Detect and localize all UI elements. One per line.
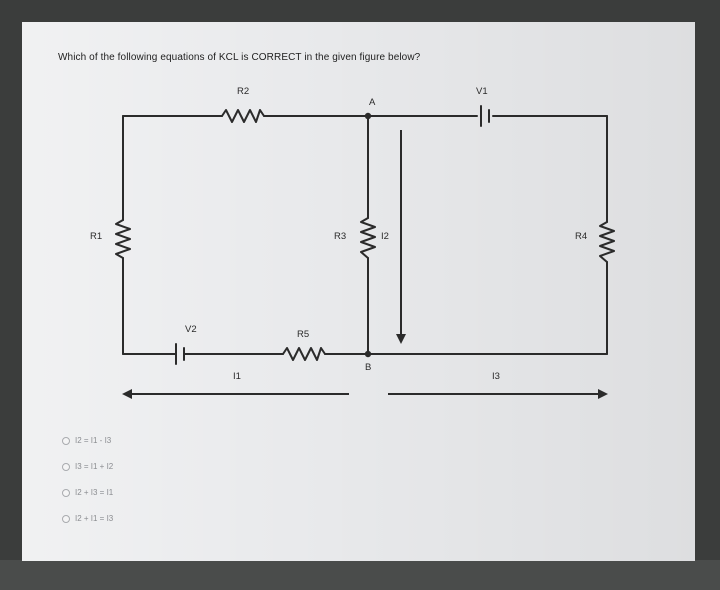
- node-a: [364, 112, 372, 120]
- option-1[interactable]: I2 = I1 - I3: [62, 436, 111, 445]
- radio-button[interactable]: [62, 488, 70, 497]
- label-r1: R1: [90, 231, 103, 242]
- label-node-b: B: [365, 362, 372, 373]
- label-i2: I2: [381, 231, 389, 242]
- r2-resistor: [221, 109, 265, 123]
- node-b: [364, 350, 372, 358]
- i2-arrow: [396, 130, 406, 344]
- r3-resistor: [360, 217, 376, 259]
- label-r5: R5: [297, 329, 310, 340]
- radio-button[interactable]: [62, 514, 70, 523]
- label-r4: R4: [575, 231, 588, 242]
- option-3-text: I2 + I3 = I1: [75, 488, 114, 497]
- option-1-text: I2 = I1 - I3: [75, 436, 112, 445]
- label-r2: R2: [237, 86, 250, 97]
- radio-button[interactable]: [62, 436, 70, 445]
- r4-resistor: [599, 221, 615, 263]
- label-v2: V2: [185, 324, 197, 335]
- label-v1: V1: [476, 86, 488, 97]
- option-3[interactable]: I2 + I3 = I1: [62, 488, 113, 497]
- label-i1: I1: [233, 371, 241, 382]
- bottom-band: [0, 560, 720, 590]
- label-r3: R3: [334, 231, 347, 242]
- option-2[interactable]: I3 = I1 + I2: [62, 462, 113, 471]
- option-4[interactable]: I2 + I1 = I3: [62, 514, 113, 523]
- r5-resistor: [282, 347, 326, 361]
- question-text: Which of the following equations of KCL …: [58, 52, 421, 63]
- label-i3: I3: [492, 371, 500, 382]
- r1-resistor: [115, 219, 131, 259]
- i1-arrow: [122, 389, 349, 399]
- v1-battery: [480, 105, 490, 127]
- v2-battery: [175, 343, 185, 365]
- i3-arrow: [388, 389, 608, 399]
- label-node-a: A: [369, 97, 376, 108]
- radio-button[interactable]: [62, 462, 70, 471]
- question-card: [22, 22, 695, 561]
- option-2-text: I3 = I1 + I2: [75, 462, 114, 471]
- option-4-text: I2 + I1 = I3: [75, 514, 114, 523]
